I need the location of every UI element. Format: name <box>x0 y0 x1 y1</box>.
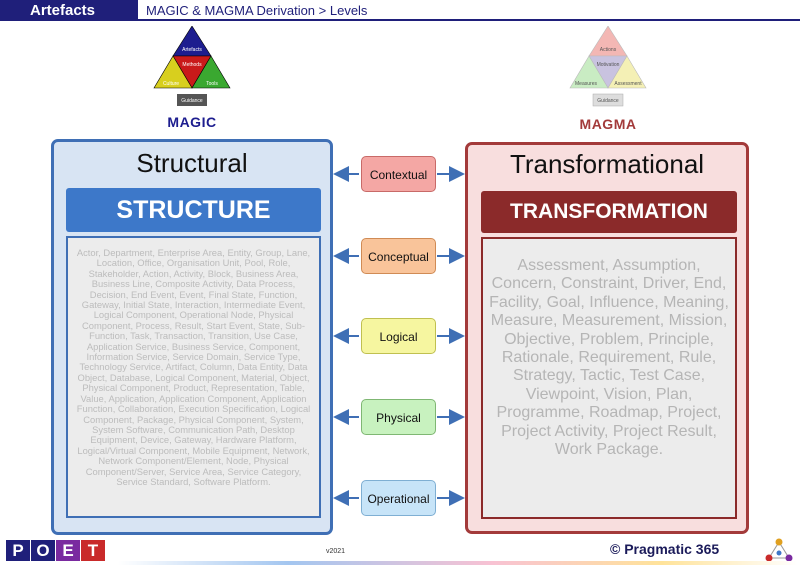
structure-elements-text: Actor, Department, Enterprise Area, Enti… <box>66 236 321 518</box>
magic-label-1: Methods <box>182 62 202 68</box>
magma-base-label: Guidance <box>597 98 619 104</box>
magma-label-3: Assessment <box>614 81 642 87</box>
poet-letter-o: O <box>31 540 55 561</box>
magic-base-label: Guidance <box>181 98 203 104</box>
level-physical: Physical <box>361 399 436 435</box>
magma-label-1: Motivation <box>597 62 620 68</box>
magic-logo: Artefacts Methods Culture Tools Guidance… <box>150 26 234 132</box>
transformation-band: TRANSFORMATION <box>481 191 737 233</box>
magic-wordmark: MAGIC <box>167 114 217 130</box>
section-tab: Artefacts <box>0 0 138 21</box>
structural-title: Structural <box>136 148 248 178</box>
transformational-title: Transformational <box>509 149 705 179</box>
level-arrows <box>333 166 465 506</box>
magic-label-0: Artefacts <box>182 47 202 53</box>
magic-label-3: Tools <box>206 81 218 87</box>
magma-wordmark: MAGMA <box>579 116 637 132</box>
magma-triangle-icon: Actions Motivation Measures Assessment G… <box>569 26 647 107</box>
structural-panel: Structural STRUCTURE Actor, Department, … <box>51 139 333 535</box>
structure-band: STRUCTURE <box>66 188 321 232</box>
poet-letter-t: T <box>81 540 105 561</box>
breadcrumb: MAGIC & MAGMA Derivation > Levels <box>138 0 800 21</box>
pragmatic-network-icon <box>765 538 793 562</box>
poet-letter-e: E <box>56 540 80 561</box>
copyright-text: © Pragmatic 365 <box>610 541 720 557</box>
level-conceptual: Conceptual <box>361 238 436 274</box>
magic-label-2: Culture <box>163 81 179 87</box>
poet-letter-p: P <box>6 540 30 561</box>
level-contextual: Contextual <box>361 156 436 192</box>
footer-gradient-line <box>118 561 798 565</box>
level-operational: Operational <box>361 480 436 516</box>
level-logical: Logical <box>361 318 436 354</box>
transformation-elements-text: Assessment, Assumption, Concern, Constra… <box>481 237 737 519</box>
magma-label-2: Measures <box>575 81 597 87</box>
version-label: v2021 <box>326 548 346 555</box>
magic-triangle-icon: Artefacts Methods Culture Tools Guidance <box>153 26 231 106</box>
transformational-panel: Transformational TRANSFORMATION Assessme… <box>465 142 749 534</box>
magma-label-0: Actions <box>600 47 617 53</box>
magma-logo: Actions Motivation Measures Assessment G… <box>566 26 650 134</box>
